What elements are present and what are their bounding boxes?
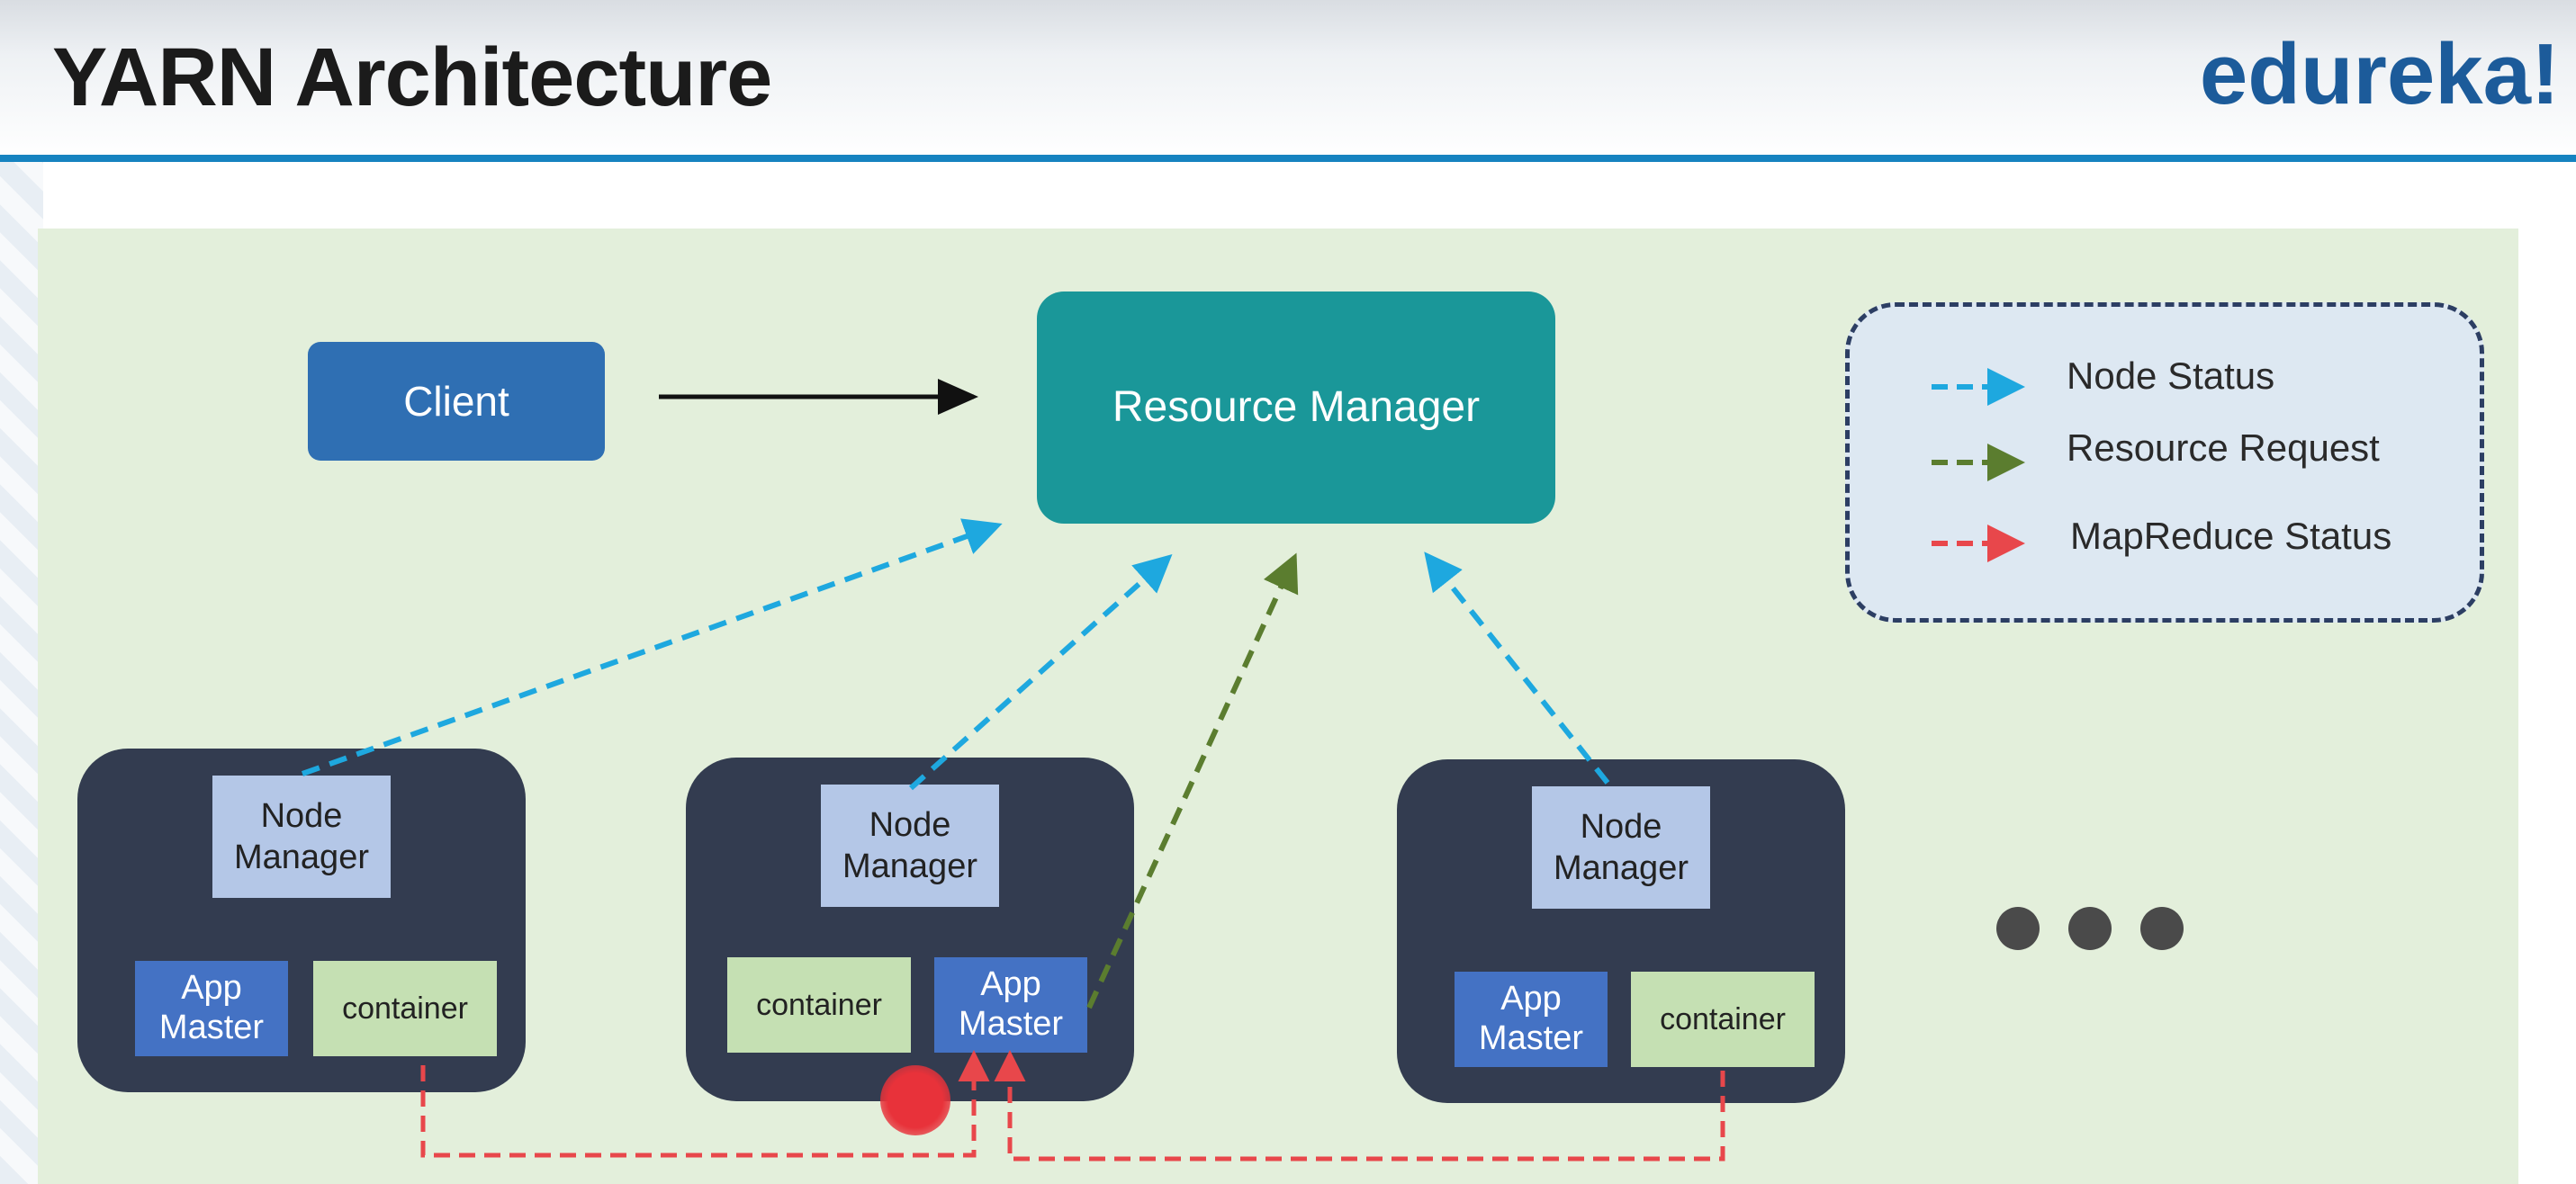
node-1-node-manager: Node Manager xyxy=(212,776,391,898)
legend-label-node-status: Node Status xyxy=(2067,354,2275,397)
mapreduce-status-line-2 xyxy=(994,1050,1725,1162)
slide-title: YARN Architecture xyxy=(52,31,772,123)
node-3-node-manager: Node Manager xyxy=(1532,786,1710,909)
node-status-arrow-3 xyxy=(1424,552,1610,785)
node-2-container: container xyxy=(727,957,911,1053)
pointer-highlight xyxy=(880,1065,950,1135)
legend-box xyxy=(1845,302,2484,623)
legend-label-resource-request: Resource Request xyxy=(2067,426,2380,469)
mapreduce-status-line-1 xyxy=(420,1050,990,1158)
node-status-arrow-2 xyxy=(908,553,1173,791)
node-2-app-master: App Master xyxy=(934,957,1087,1053)
node-3-app-master: App Master xyxy=(1455,972,1608,1067)
edge-pattern xyxy=(0,162,43,1184)
legend-label-mapreduce-status: MapReduce Status xyxy=(2070,515,2392,557)
header-band xyxy=(0,0,2576,158)
node-status-arrow-1 xyxy=(301,518,1003,776)
header-divider xyxy=(0,155,2576,162)
node-2-node-manager: Node Manager xyxy=(821,785,999,907)
ellipsis-dot xyxy=(1996,907,2040,950)
ellipsis-dot xyxy=(2140,907,2184,950)
node-1-app-master: App Master xyxy=(135,961,288,1056)
ellipsis-dot xyxy=(2068,907,2112,950)
resource-request-arrow xyxy=(1086,552,1299,1009)
node-3-container: container xyxy=(1631,972,1815,1067)
resource-manager-box: Resource Manager xyxy=(1037,292,1555,524)
client-box: Client xyxy=(308,342,605,461)
node-1-container: container xyxy=(313,961,497,1056)
edureka-logo: edureka! xyxy=(2199,26,2560,122)
